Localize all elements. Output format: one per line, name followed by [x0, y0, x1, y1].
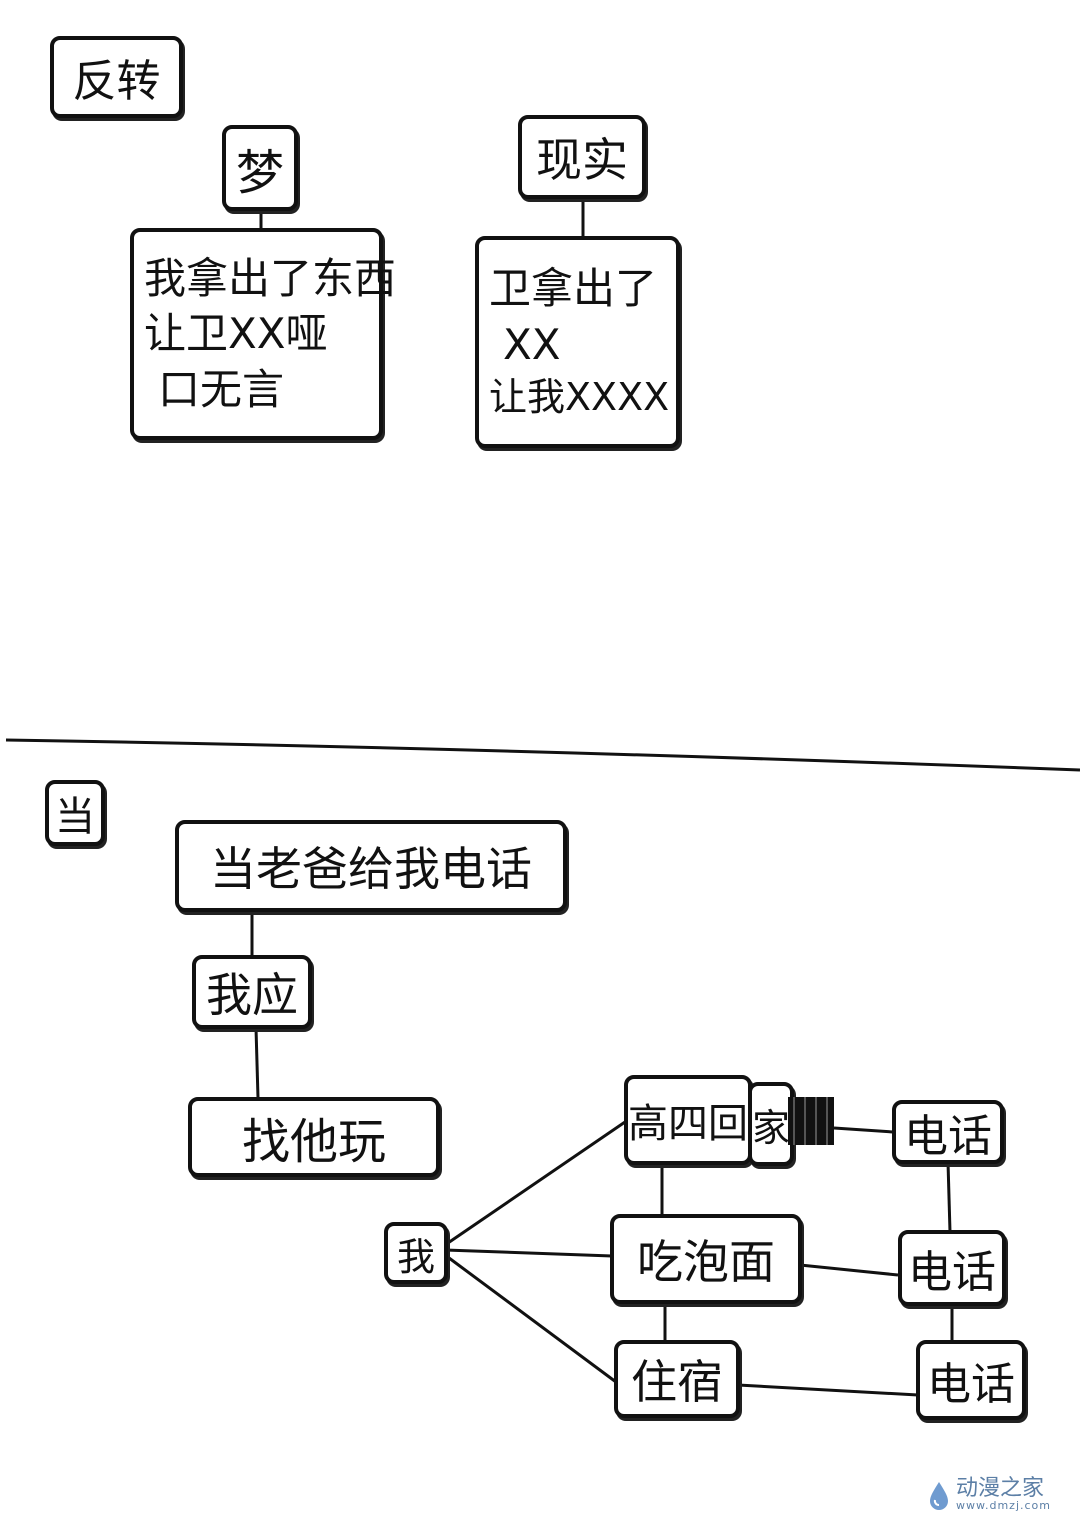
- phone-text-2: 电话: [908, 1247, 996, 1298]
- option-home-suffix-box: 家: [748, 1082, 794, 1166]
- dream-label-box: 梦: [222, 125, 298, 211]
- phone-text-3: 电话: [927, 1359, 1015, 1410]
- me-to-noodle-line: [444, 1248, 613, 1258]
- dream-label: 梦: [235, 145, 284, 201]
- dream-line-2: 让卫XX哑: [144, 309, 328, 359]
- title-reversal: 反转: [72, 56, 161, 107]
- water-drop-icon: [930, 1481, 948, 1510]
- watermark-url: www.dmzj.com: [956, 1499, 1051, 1512]
- phone-box-3: 电话: [916, 1340, 1026, 1420]
- answer-box: 我应: [192, 955, 312, 1029]
- play-text: 找他玩: [241, 1114, 386, 1170]
- reality-label-box: 现实: [518, 115, 646, 199]
- dream-line-3: 口无言: [158, 364, 285, 414]
- option-noodle-box: 吃泡面: [610, 1214, 802, 1304]
- option-noodle-text: 吃泡面: [637, 1235, 775, 1289]
- reality-line-1: 卫拿出了: [489, 264, 658, 314]
- reality-label: 现实: [536, 133, 628, 187]
- panel-divider: [5, 738, 1080, 772]
- call-text: 当老爸给我电话: [210, 842, 532, 896]
- title-when: 当: [55, 794, 95, 840]
- option-home-box: 高四回: [624, 1075, 752, 1165]
- me-to-dorm-line: [444, 1253, 617, 1384]
- dream-content-box: 我拿出了东西 让卫XX哑 口无言: [130, 228, 396, 440]
- phone1-to-phone2-line: [946, 1161, 952, 1233]
- watermark: 动漫之家 www.dmzj.com: [928, 1478, 1051, 1511]
- option-dorm-text: 住宿: [631, 1355, 723, 1409]
- scribble-mark: [788, 1097, 834, 1145]
- home-to-phone-line: [833, 1126, 894, 1134]
- play-box: 找他玩: [188, 1097, 440, 1177]
- answer-to-play-line: [254, 1027, 260, 1099]
- reality-content-box: 卫拿出了 XX 让我XXXX: [475, 236, 680, 448]
- answer-text: 我应: [206, 968, 298, 1022]
- phone-box-1: 电话: [892, 1100, 1004, 1164]
- title-box-reversal: 反转: [50, 36, 183, 118]
- option-dorm-box: 住宿: [614, 1340, 740, 1418]
- dorm-to-phone-line: [737, 1383, 919, 1397]
- dream-line-1: 我拿出了东西: [144, 253, 397, 303]
- reality-line-3: 让我XXXX: [489, 375, 670, 420]
- option-home-text: 高四回: [628, 1101, 748, 1147]
- reality-line-2: XX: [503, 319, 561, 369]
- phone-text-1: 电话: [904, 1111, 992, 1162]
- noodle-to-phone-line: [799, 1263, 899, 1277]
- title-box-when: 当: [45, 780, 105, 846]
- phone-box-2: 电话: [898, 1230, 1006, 1306]
- me-box: 我: [384, 1222, 448, 1284]
- option-home-suffix: 家: [752, 1105, 791, 1150]
- watermark-name: 动漫之家: [956, 1476, 1045, 1501]
- me-text: 我: [396, 1234, 435, 1279]
- call-box: 当老爸给我电话: [175, 820, 567, 912]
- me-to-home-line: [444, 1120, 626, 1247]
